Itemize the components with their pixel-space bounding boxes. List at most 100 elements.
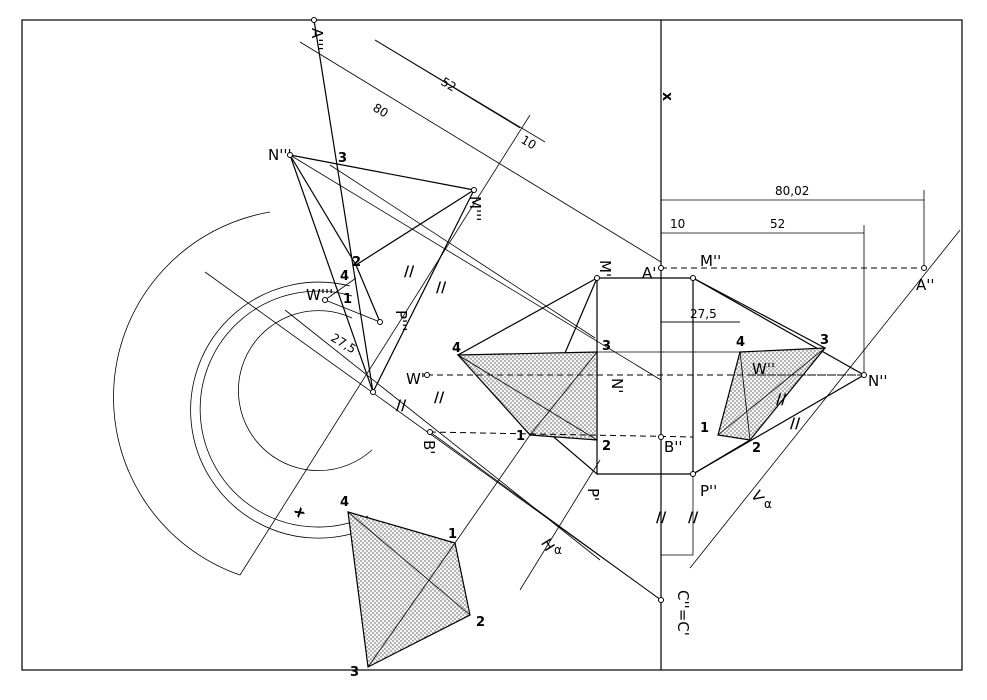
num-4-front: 4 bbox=[736, 335, 745, 350]
label-A2: A'' bbox=[916, 276, 935, 294]
label-A3: A''' bbox=[308, 28, 326, 51]
rotated-diag bbox=[367, 542, 456, 668]
num-2-front: 2 bbox=[752, 441, 761, 456]
dim-52-right-label: 52 bbox=[770, 217, 785, 231]
construction-line bbox=[204, 271, 662, 601]
third-view-edge bbox=[355, 189, 475, 266]
label-W2: W'' bbox=[752, 360, 775, 378]
dim-10-label: 10 bbox=[518, 133, 538, 153]
construction-line bbox=[284, 309, 601, 561]
num-1-top: 1 bbox=[516, 429, 525, 444]
point-P3 bbox=[377, 319, 383, 325]
label-N3: N''' bbox=[268, 146, 292, 164]
num-1-front: 1 bbox=[700, 421, 709, 436]
hatched-diag bbox=[457, 354, 598, 441]
dim-line-52 bbox=[374, 39, 521, 129]
num-3-front: 3 bbox=[820, 333, 829, 348]
parallel-mark: // bbox=[776, 392, 787, 408]
point-M2 bbox=[690, 275, 696, 281]
label-P1: P' bbox=[584, 488, 602, 501]
label-W3: W''' bbox=[306, 286, 333, 304]
num-3-top: 3 bbox=[602, 339, 611, 354]
dim-275-left-label: 27,5 bbox=[328, 331, 358, 357]
point-B2 bbox=[658, 434, 664, 440]
label-N2: N'' bbox=[868, 372, 887, 390]
label-N1: N' bbox=[608, 378, 626, 393]
parallel-mark: // bbox=[404, 264, 415, 280]
label-H-alpha: α bbox=[554, 543, 562, 557]
rotated-link bbox=[454, 434, 531, 544]
third-view-edge bbox=[324, 299, 381, 323]
num-3-third: 3 bbox=[338, 151, 347, 166]
num-4-top: 4 bbox=[452, 341, 461, 356]
point-C bbox=[658, 597, 664, 603]
point-A3 bbox=[311, 17, 317, 23]
front-hatched-diag bbox=[739, 351, 751, 441]
third-view-edge bbox=[355, 264, 381, 323]
x-axis-label: x bbox=[659, 92, 675, 101]
construction-line bbox=[329, 164, 596, 339]
dim-80-label: 80 bbox=[370, 101, 390, 121]
point-A1 bbox=[658, 265, 664, 271]
axis-x13-label: x bbox=[290, 504, 308, 520]
label-A1: A' bbox=[642, 264, 656, 282]
label-M3: M''' bbox=[466, 196, 484, 221]
point-N3 bbox=[287, 152, 293, 158]
parallel-mark: // bbox=[656, 510, 667, 526]
num-4-rot: 4 bbox=[340, 495, 349, 510]
third-view-edge bbox=[324, 277, 357, 301]
construction-line bbox=[239, 114, 531, 576]
num-2-rot: 2 bbox=[476, 615, 485, 630]
hatched-diag bbox=[529, 351, 598, 436]
label-B1: B' bbox=[420, 440, 438, 454]
dim-275-right-label: 27,5 bbox=[690, 307, 717, 321]
point-W3 bbox=[322, 297, 328, 303]
label-P2: P'' bbox=[700, 482, 717, 500]
third-view-edge bbox=[289, 154, 357, 266]
drawing-frame bbox=[21, 19, 963, 671]
label-M1: M' bbox=[596, 260, 614, 277]
front-hatched-diag bbox=[717, 347, 826, 436]
large-arc bbox=[113, 211, 271, 576]
dim-10-right-label: 10 bbox=[670, 217, 685, 231]
num-4-third: 4 bbox=[340, 269, 349, 284]
label-V-alpha: α bbox=[764, 497, 772, 511]
label-P3: P''' bbox=[392, 310, 410, 331]
point-N2 bbox=[861, 372, 867, 378]
num-3-rot: 3 bbox=[350, 665, 359, 680]
construction-line bbox=[519, 459, 601, 591]
num-1-third: 1 bbox=[343, 292, 352, 307]
front-view-M-N-P bbox=[692, 276, 866, 476]
label-B2: B'' bbox=[664, 438, 683, 456]
construction-line bbox=[289, 154, 662, 381]
trace-H-alpha bbox=[429, 431, 662, 601]
point-A2 bbox=[921, 265, 927, 271]
point-rot-center bbox=[370, 389, 376, 395]
label-M2: M'' bbox=[700, 252, 721, 270]
label-W1: W' bbox=[406, 370, 425, 388]
num-1-rot: 1 bbox=[448, 527, 457, 542]
third-view-outline bbox=[289, 154, 475, 394]
point-P2 bbox=[690, 471, 696, 477]
num-2-third: 2 bbox=[352, 255, 361, 270]
middle-arc-outer bbox=[190, 281, 376, 539]
trace-V-alpha bbox=[689, 229, 961, 569]
parallel-mark: // bbox=[436, 280, 447, 296]
dim-8002-label: 80,02 bbox=[775, 184, 809, 198]
point-W1 bbox=[424, 372, 430, 378]
front-view-edge bbox=[692, 277, 826, 349]
point-M1 bbox=[594, 275, 600, 281]
construction-line bbox=[299, 41, 662, 263]
point-B1 bbox=[427, 429, 433, 435]
parallel-mark: // bbox=[396, 398, 407, 414]
parallel-mark: // bbox=[790, 416, 801, 432]
rotated-diag bbox=[347, 511, 471, 616]
projector-B bbox=[429, 431, 694, 438]
parallel-mark: // bbox=[434, 390, 445, 406]
label-C: C''=C' bbox=[674, 590, 692, 636]
point-M3 bbox=[471, 187, 477, 193]
front-view-edge bbox=[692, 439, 751, 475]
small-arc bbox=[238, 310, 373, 472]
parallel-mark: // bbox=[688, 510, 699, 526]
